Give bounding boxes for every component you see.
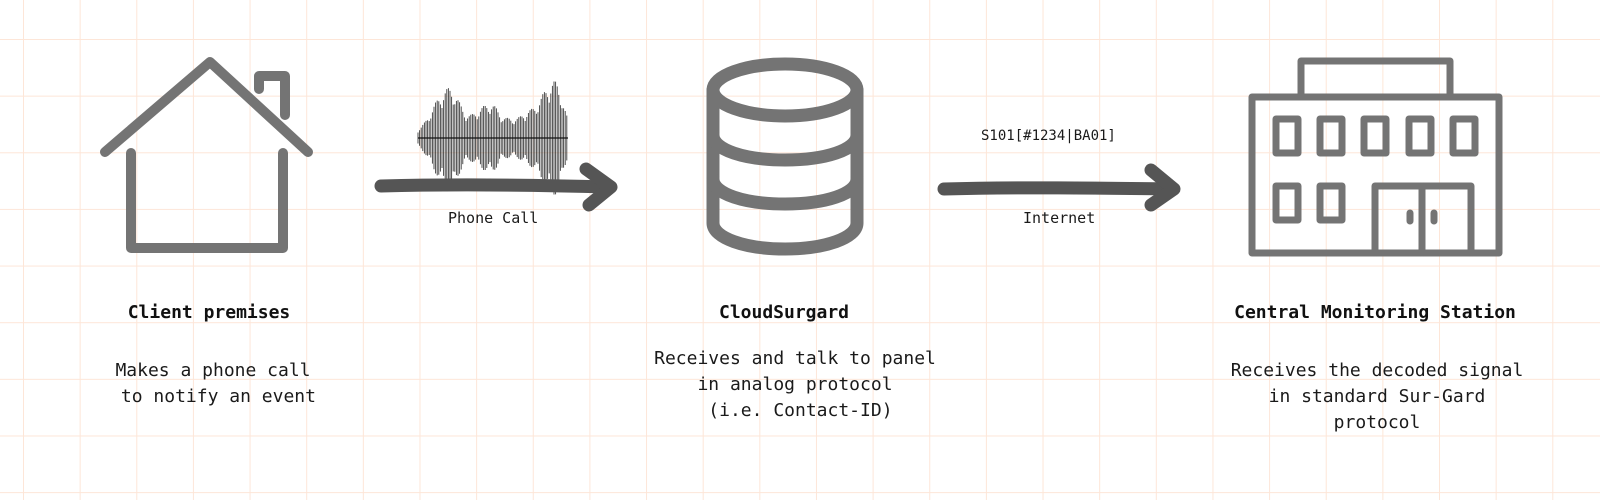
node-description-cloudsurgard: Receives and talk to panel in analog pro… <box>654 348 936 421</box>
building-icon <box>1248 57 1503 262</box>
node-title-client: Client premises <box>127 302 291 323</box>
node-description-cms: Receives the decoded signal in standard … <box>1230 360 1524 433</box>
node-title-cms: Central Monitoring Station <box>1234 302 1516 323</box>
house-icon <box>95 52 320 257</box>
node-title-cloudsurgard: CloudSurgard <box>718 302 850 323</box>
audio-waveform-icon <box>417 81 578 195</box>
arrow-right-icon <box>374 162 620 213</box>
edge-label-internet: Internet <box>1023 209 1096 227</box>
node-description-client: Makes a phone call to notify an event <box>115 360 316 407</box>
signal-code-label: S101[#1234|BA01] <box>981 128 1116 144</box>
arrow-right-icon <box>937 163 1183 215</box>
database-icon <box>703 55 868 260</box>
edge-label-phone-call: Phone Call <box>448 209 539 227</box>
